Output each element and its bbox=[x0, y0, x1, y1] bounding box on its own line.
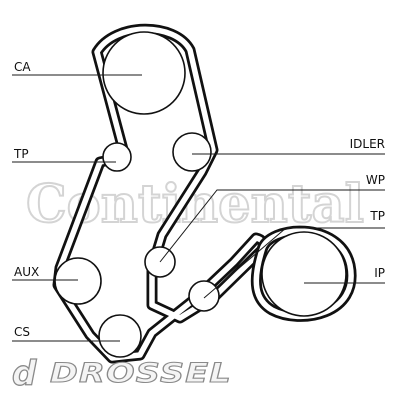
label-ca: CA bbox=[14, 60, 31, 74]
wp-leader-line bbox=[159, 189, 385, 263]
tensioner-pulley-left bbox=[102, 142, 132, 172]
label-tp-left: TP bbox=[13, 147, 29, 161]
label-ip: IP bbox=[374, 266, 385, 280]
drossel-logo: d DROSSEL bbox=[11, 353, 232, 394]
label-wp: WP bbox=[366, 173, 385, 187]
injection-pump-pulley bbox=[261, 231, 347, 317]
drossel-logo-text: DROSSEL bbox=[50, 358, 232, 389]
label-tp-right: TP bbox=[369, 209, 385, 223]
pump-belt bbox=[250, 225, 357, 322]
camshaft-pulley bbox=[102, 31, 186, 115]
label-cs: CS bbox=[14, 325, 30, 339]
tensioner-pulley-right bbox=[188, 280, 220, 312]
label-idler: IDLER bbox=[350, 137, 385, 151]
tp-right-leader-line bbox=[203, 227, 385, 299]
idler-pulley bbox=[172, 132, 212, 172]
auxiliary-pulley bbox=[54, 257, 102, 305]
timing-belt bbox=[52, 23, 269, 364]
label-aux: AUX bbox=[14, 265, 39, 279]
crankshaft-pulley bbox=[98, 314, 142, 358]
drossel-logo-mark: d bbox=[12, 354, 37, 394]
